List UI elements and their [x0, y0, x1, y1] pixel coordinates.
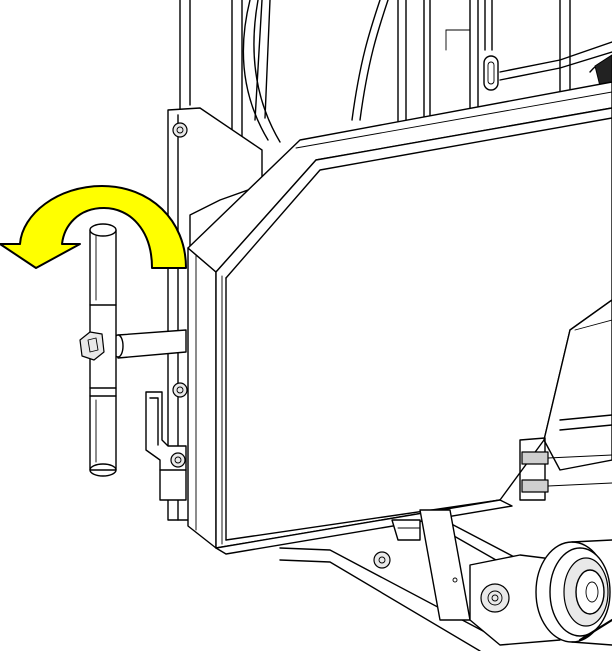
mast-frame — [179, 0, 612, 151]
base-frame — [279, 509, 521, 651]
t-handle-pin[interactable] — [79, 223, 117, 477]
nut-icon — [480, 583, 510, 613]
rotate-arrow-icon — [0, 185, 187, 269]
latch-bracket — [145, 391, 187, 501]
bolt-icon — [172, 382, 188, 398]
nut-icon — [373, 551, 391, 569]
guard-housing — [187, 81, 612, 555]
belt-cutaway — [519, 299, 612, 501]
nut-icon — [79, 331, 105, 361]
bolt-icon — [172, 122, 188, 138]
bolt-icon — [170, 452, 186, 468]
pulley — [535, 539, 612, 646]
